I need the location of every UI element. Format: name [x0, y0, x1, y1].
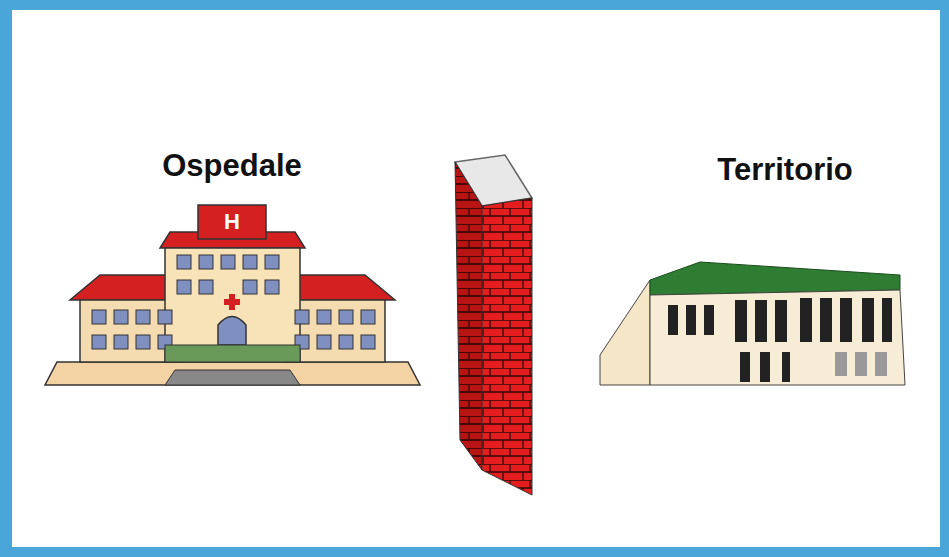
sign-letter: H [224, 209, 240, 235]
hospital-illustration [45, 205, 420, 385]
building-illustration [600, 262, 905, 385]
frame-inner [12, 10, 940, 547]
brick-wall [455, 155, 532, 495]
building-label: Ospedale [162, 148, 302, 184]
building-label: Territorio [717, 152, 853, 188]
